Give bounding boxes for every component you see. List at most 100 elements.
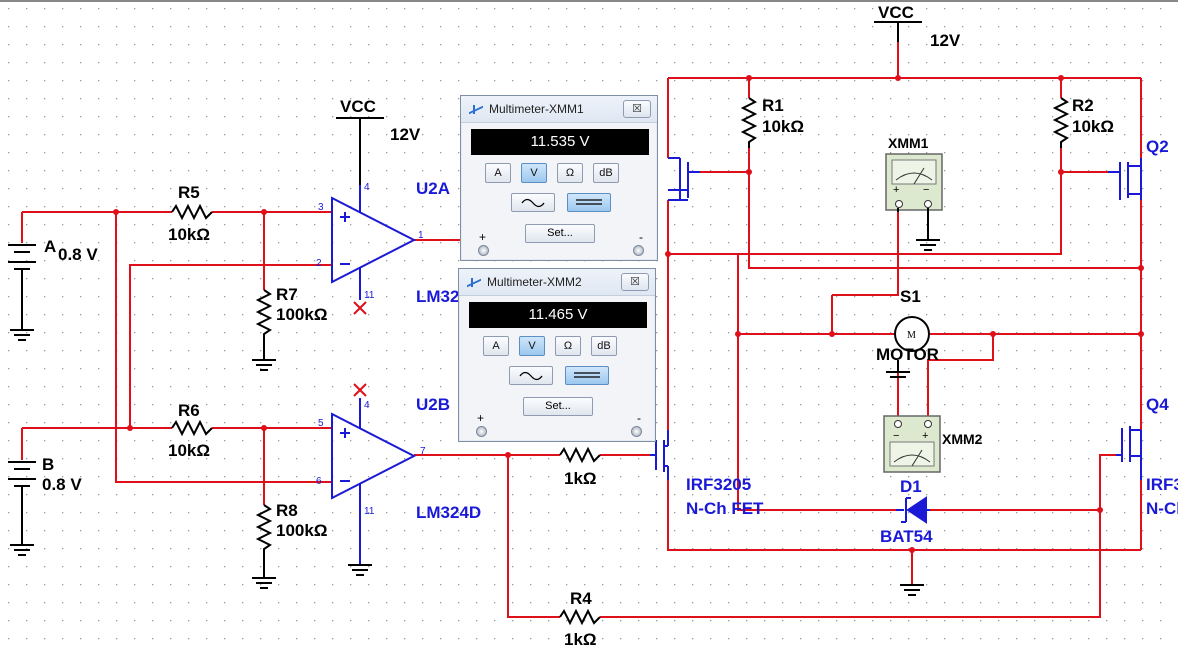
r3-value: 1kΩ	[564, 469, 597, 488]
u2a-pin-out: 1	[418, 230, 424, 241]
u2b-name: U2B	[416, 395, 450, 414]
r8-symbol[interactable]	[252, 504, 276, 589]
r1-symbol[interactable]	[740, 97, 758, 148]
decibel-mode-button[interactable]: dB	[591, 336, 617, 356]
multimeter-title: Multimeter-XMM1	[489, 102, 584, 116]
u2b-part: LM324D	[416, 503, 481, 522]
r1-value: 10kΩ	[762, 117, 804, 136]
ac-mode-button[interactable]	[511, 193, 555, 212]
r7-value: 100kΩ	[276, 305, 327, 324]
ammeter-mode-button[interactable]: A	[483, 336, 509, 356]
minus-terminal-jack[interactable]	[633, 245, 644, 256]
u2b-pin-vcc: 4	[364, 400, 370, 411]
diode-d1[interactable]	[896, 496, 930, 524]
r2-symbol[interactable]	[1052, 97, 1070, 148]
r4-symbol[interactable]	[559, 608, 601, 626]
voltmeter-mode-button[interactable]: V	[519, 336, 545, 356]
r2-value: 10kΩ	[1072, 117, 1114, 136]
r4-name: R4	[570, 589, 592, 608]
source-b-value: 0.8 V	[42, 475, 82, 494]
xmm2-minus-mark: −	[893, 430, 900, 442]
mosfet-q3[interactable]	[650, 430, 669, 480]
xmm1-plus-mark: +	[893, 184, 900, 196]
mosfet-q1[interactable]	[668, 157, 700, 201]
motor-symbol[interactable]	[886, 316, 930, 378]
sine-wave-icon	[519, 371, 543, 381]
minus-terminal-label: -	[639, 230, 643, 244]
vcc-left-label: VCC	[340, 97, 376, 116]
minus-terminal-jack[interactable]	[631, 426, 642, 437]
s1-name[interactable]: S1	[900, 287, 921, 306]
junctions	[113, 75, 1144, 553]
voltmeter-mode-button[interactable]: V	[521, 163, 547, 183]
q4-part: IRF3205	[1146, 475, 1178, 494]
u2a-nc-mark	[353, 301, 367, 315]
plus-terminal-jack[interactable]	[476, 426, 487, 437]
multimeter-titlebar[interactable]: Multimeter-XMM1 ☒	[461, 96, 657, 123]
r5-symbol[interactable]	[171, 203, 213, 221]
decibel-mode-button[interactable]: dB	[593, 163, 619, 183]
multimeter-window-xmm2[interactable]: Multimeter-XMM2 ☒ 11.465 V A V Ω dB Set.…	[458, 268, 656, 442]
source-a-name: A	[44, 237, 56, 256]
dc-mode-button[interactable]	[567, 193, 611, 212]
r7-name: R7	[276, 285, 298, 304]
u2b-ground	[348, 564, 372, 576]
set-button[interactable]: Set...	[525, 224, 595, 243]
u2a-pin-gnd: 11	[364, 290, 375, 301]
dc-line-icon	[576, 199, 602, 205]
dc-mode-button[interactable]	[565, 366, 609, 385]
r3-symbol[interactable]	[559, 446, 601, 464]
q4-name: Q4	[1146, 395, 1169, 414]
mosfet-q2[interactable]	[1108, 158, 1142, 200]
r2-name: R2	[1072, 96, 1094, 115]
r6-name: R6	[178, 401, 200, 420]
u2a-opamp[interactable]	[331, 185, 417, 300]
source-b[interactable]	[8, 461, 36, 556]
u2b-pin-gnd: 11	[364, 506, 375, 517]
r5-value: 10kΩ	[168, 225, 210, 244]
source-a[interactable]	[8, 244, 36, 341]
multimeter-title: Multimeter-XMM2	[487, 275, 582, 289]
vcc-left-symbol[interactable]	[336, 117, 384, 185]
u2b-pin-minus: 6	[316, 476, 322, 487]
set-button[interactable]: Set...	[523, 397, 593, 416]
multimeter-icon	[469, 103, 483, 115]
multimeter-window-xmm1[interactable]: Multimeter-XMM1 ☒ 11.535 V A V Ω dB Set.…	[460, 95, 658, 261]
vcc-top-symbol[interactable]	[874, 21, 922, 42]
multimeter-reading: 11.465 V	[469, 302, 647, 328]
r6-value: 10kΩ	[168, 441, 210, 460]
u2b-opamp[interactable]	[331, 398, 417, 565]
vcc-top-label: VCC	[878, 3, 914, 22]
r8-value: 100kΩ	[276, 521, 327, 540]
ohmmeter-mode-button[interactable]: Ω	[557, 163, 583, 183]
multimeter-titlebar[interactable]: Multimeter-XMM2 ☒	[459, 269, 655, 296]
plus-terminal-label: +	[477, 411, 485, 425]
xmm1-symbol[interactable]	[885, 153, 943, 251]
ammeter-mode-button[interactable]: A	[485, 163, 511, 183]
r1-name: R1	[762, 96, 784, 115]
motor-symbol-letter: M	[907, 330, 916, 341]
q2-name: Q2	[1146, 137, 1169, 156]
r7-symbol[interactable]	[252, 289, 276, 371]
xmm1-name: XMM1	[888, 135, 929, 151]
xmm2-symbol[interactable]	[883, 415, 941, 473]
r6-symbol[interactable]	[171, 419, 213, 437]
multimeter-reading: 11.535 V	[471, 129, 649, 155]
ohmmeter-mode-button[interactable]: Ω	[555, 336, 581, 356]
close-button[interactable]: ☒	[621, 273, 649, 291]
xmm2-name: XMM2	[942, 431, 983, 447]
wires	[21, 42, 1142, 618]
dc-line-icon	[574, 372, 600, 378]
multimeter-icon	[467, 276, 481, 288]
u2a-pin-plus: 3	[318, 202, 324, 213]
top-border	[0, 0, 1178, 2]
motor-name: MOTOR	[876, 345, 939, 364]
plus-terminal-label: +	[479, 230, 487, 244]
u2b-pin-plus: 5	[318, 418, 324, 429]
sine-wave-icon	[521, 198, 545, 208]
plus-terminal-jack[interactable]	[478, 245, 489, 256]
mosfet-q4[interactable]	[1116, 426, 1142, 480]
ac-mode-button[interactable]	[509, 366, 553, 385]
q4-type: N-Ch FET	[1146, 499, 1178, 518]
close-button[interactable]: ☒	[623, 100, 651, 118]
